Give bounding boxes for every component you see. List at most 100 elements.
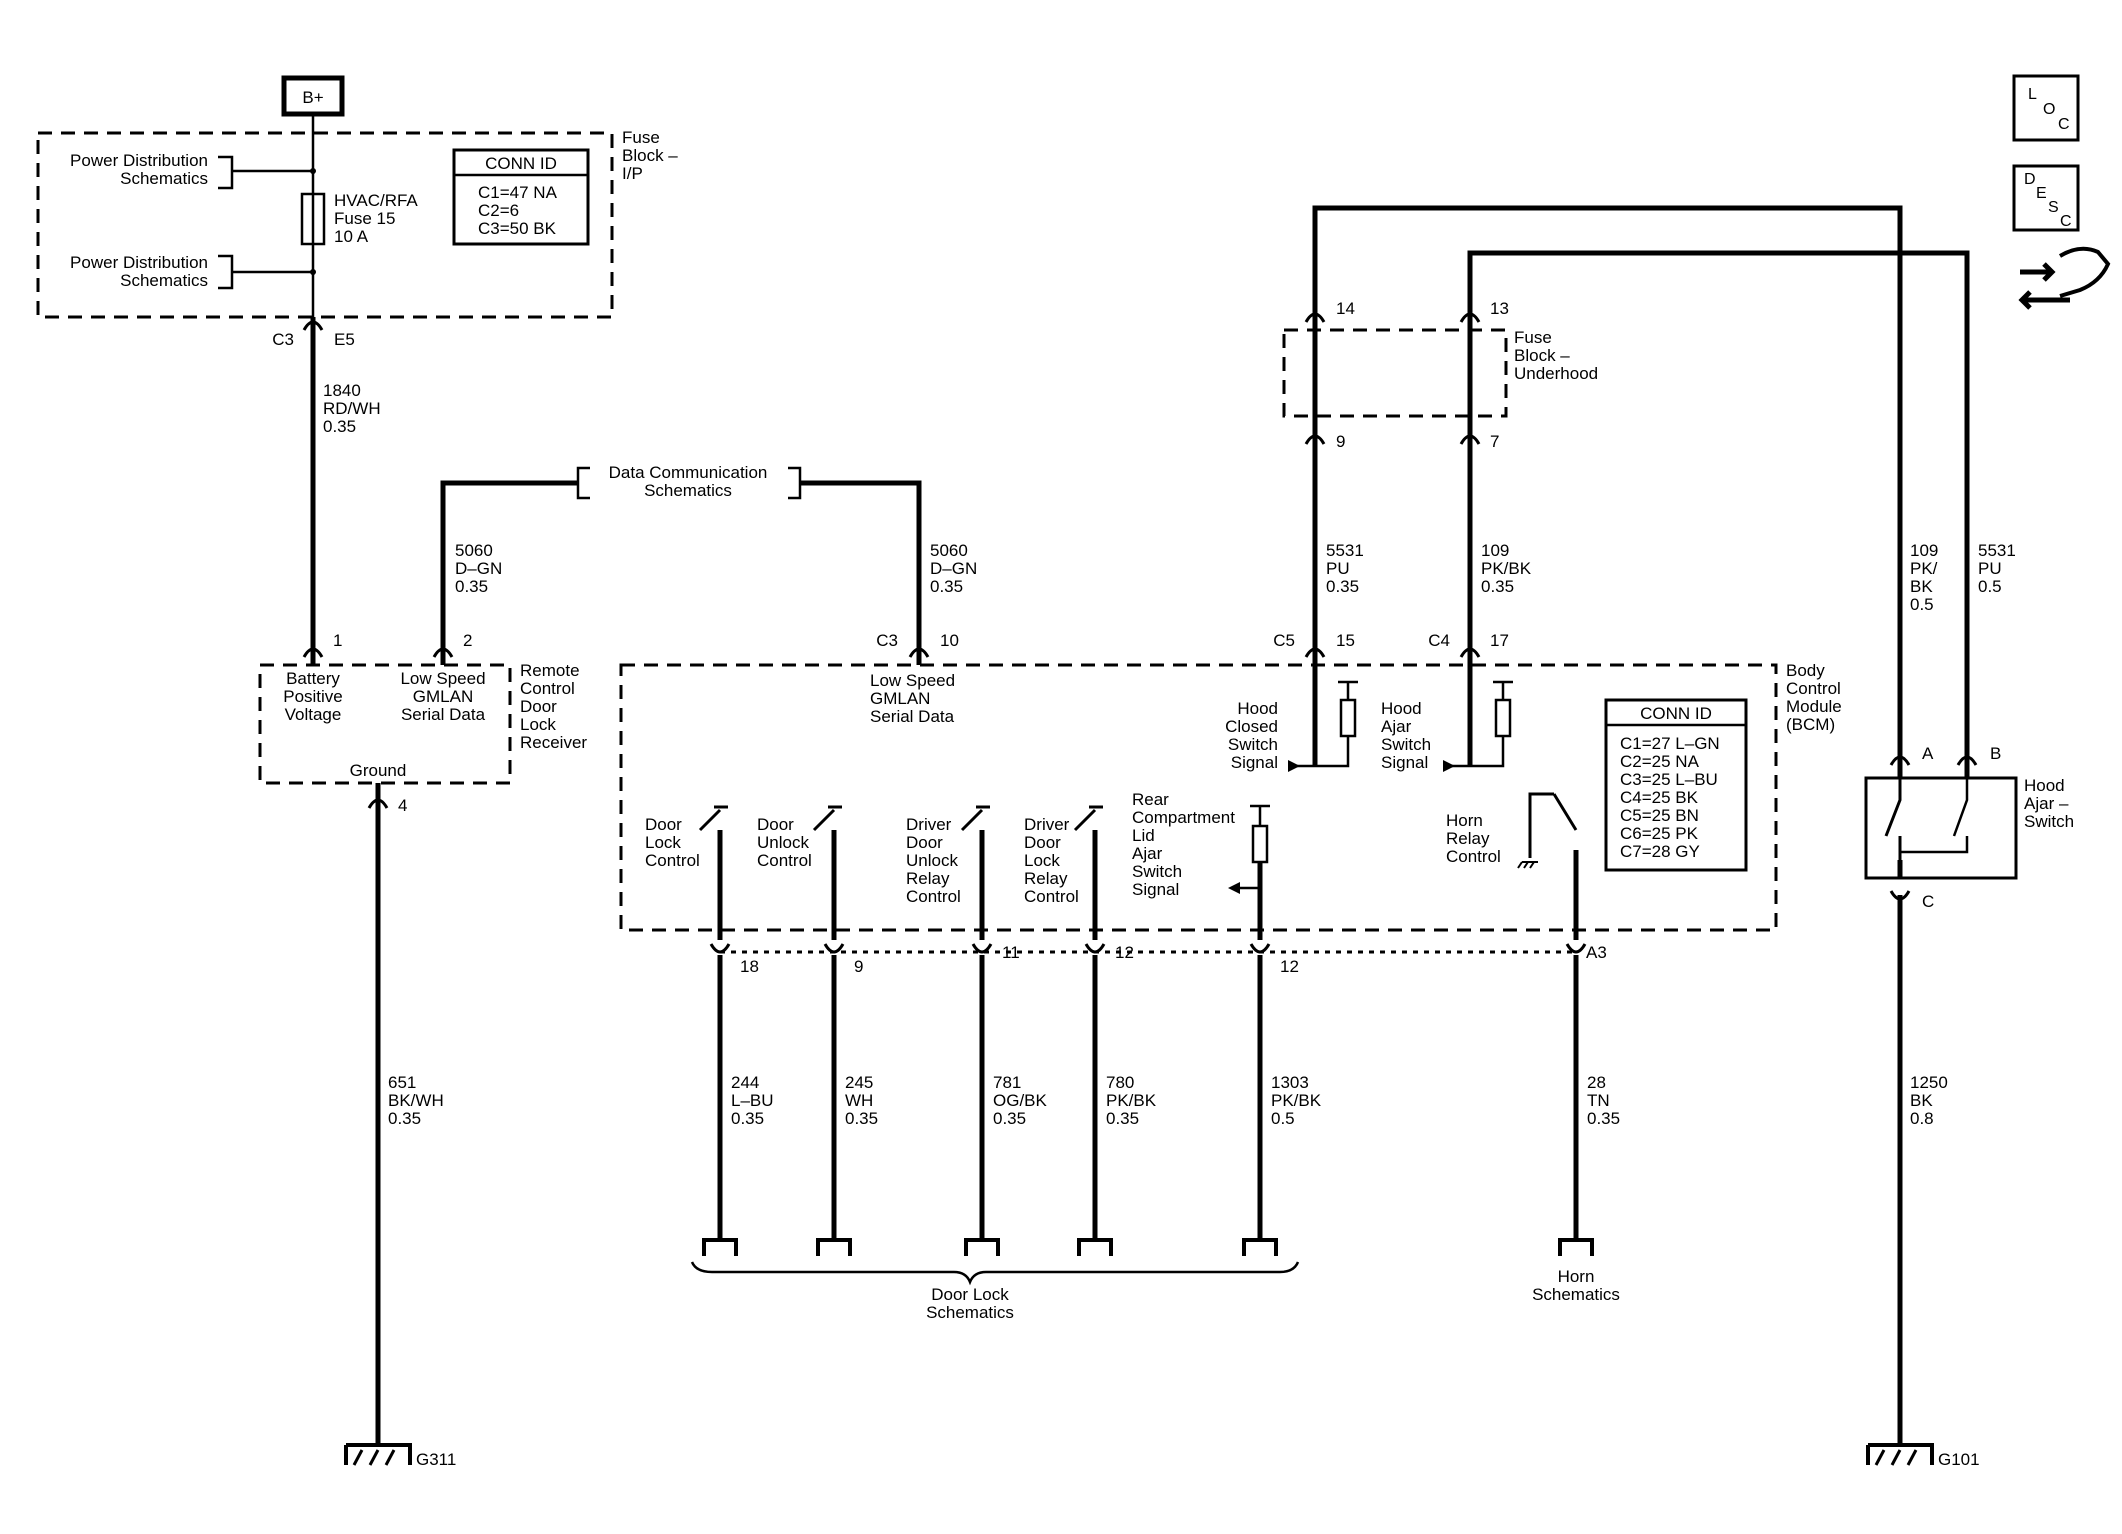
svg-text:Data Communication: Data Communication bbox=[609, 463, 768, 482]
svg-text:C5: C5 bbox=[1273, 631, 1295, 650]
svg-text:HVAC/RFA: HVAC/RFA bbox=[334, 191, 418, 210]
svg-text:BK: BK bbox=[1910, 577, 1933, 596]
svg-text:Driver: Driver bbox=[1024, 815, 1070, 834]
svg-text:C3=25 L–BU: C3=25 L–BU bbox=[1620, 770, 1718, 789]
svg-text:E5: E5 bbox=[334, 330, 355, 349]
fuse-block-underhood: 14 13 9 7 Fuse Block – Underhood bbox=[1282, 299, 1598, 451]
svg-text:E: E bbox=[2036, 185, 2047, 202]
fuse-block-ip: Fuse Block – I/P Power Distribution Sche… bbox=[36, 128, 678, 319]
svg-text:Low Speed: Low Speed bbox=[870, 671, 955, 690]
svg-text:C5=25 BN: C5=25 BN bbox=[1620, 806, 1699, 825]
svg-text:0.8: 0.8 bbox=[1910, 1109, 1934, 1128]
battery-supply: B+ bbox=[281, 75, 345, 117]
svg-text:0.35: 0.35 bbox=[1587, 1109, 1620, 1128]
svg-text:BK/WH: BK/WH bbox=[388, 1091, 444, 1110]
svg-text:0.35: 0.35 bbox=[731, 1109, 764, 1128]
svg-text:A3: A3 bbox=[1586, 943, 1607, 962]
svg-text:G101: G101 bbox=[1938, 1450, 1980, 1469]
svg-text:1250: 1250 bbox=[1910, 1073, 1948, 1092]
svg-text:D–GN: D–GN bbox=[930, 559, 977, 578]
svg-text:14: 14 bbox=[1336, 299, 1355, 318]
ground-g101: G101 bbox=[1866, 1443, 1980, 1469]
svg-text:B: B bbox=[1990, 744, 2001, 763]
svg-text:9: 9 bbox=[854, 957, 863, 976]
svg-text:Control: Control bbox=[1024, 887, 1079, 906]
svg-text:244: 244 bbox=[731, 1073, 759, 1092]
svg-text:Block –: Block – bbox=[622, 146, 678, 165]
svg-text:O: O bbox=[2043, 101, 2055, 118]
svg-text:10 A: 10 A bbox=[334, 227, 369, 246]
svg-text:Rear: Rear bbox=[1132, 790, 1169, 809]
svg-text:Door: Door bbox=[1024, 833, 1061, 852]
svg-text:C2=25 NA: C2=25 NA bbox=[1620, 752, 1700, 771]
svg-text:L–BU: L–BU bbox=[731, 1091, 774, 1110]
svg-text:15: 15 bbox=[1336, 631, 1355, 650]
svg-text:Schematics: Schematics bbox=[120, 169, 208, 188]
svg-text:RD/WH: RD/WH bbox=[323, 399, 381, 418]
svg-text:Fuse 15: Fuse 15 bbox=[334, 209, 395, 228]
svg-text:Body: Body bbox=[1786, 661, 1825, 680]
door-lock-schematics[interactable]: Door Lock Schematics bbox=[690, 1238, 1300, 1322]
svg-text:781: 781 bbox=[993, 1073, 1021, 1092]
svg-text:WH: WH bbox=[845, 1091, 873, 1110]
svg-text:A: A bbox=[1922, 744, 1934, 763]
svg-text:Horn: Horn bbox=[1446, 811, 1483, 830]
data-communication-schematics[interactable]: Data Communication Schematics bbox=[576, 463, 802, 500]
svg-text:0.5: 0.5 bbox=[1910, 595, 1934, 614]
svg-text:Lock: Lock bbox=[645, 833, 681, 852]
svg-text:109: 109 bbox=[1910, 541, 1938, 560]
svg-text:C2=6: C2=6 bbox=[478, 201, 519, 220]
svg-text:Horn: Horn bbox=[1558, 1267, 1595, 1286]
svg-text:Power Distribution: Power Distribution bbox=[70, 253, 208, 272]
remote-control-door-lock-receiver: 1 2 Remote Control Door Lock Receiver Ba… bbox=[258, 631, 587, 785]
svg-text:Signal: Signal bbox=[1132, 880, 1179, 899]
svg-text:5531: 5531 bbox=[1978, 541, 2016, 560]
svg-text:Voltage: Voltage bbox=[285, 705, 342, 724]
svg-text:0.35: 0.35 bbox=[388, 1109, 421, 1128]
svg-text:1303: 1303 bbox=[1271, 1073, 1309, 1092]
svg-text:Switch: Switch bbox=[2024, 812, 2074, 831]
svg-text:5060: 5060 bbox=[455, 541, 493, 560]
description-icon[interactable]: D E S C bbox=[2012, 164, 2080, 232]
svg-text:Control: Control bbox=[1786, 679, 1841, 698]
svg-text:1: 1 bbox=[333, 631, 342, 650]
body-control-module: Body Control Module (BCM) C3 10 Low Spee… bbox=[619, 631, 1842, 940]
svg-text:Schematics: Schematics bbox=[644, 481, 732, 500]
svg-text:Positive: Positive bbox=[283, 687, 343, 706]
svg-text:1840: 1840 bbox=[323, 381, 361, 400]
ground-g311: G311 bbox=[344, 1443, 456, 1469]
svg-text:C3: C3 bbox=[876, 631, 898, 650]
svg-text:C: C bbox=[2060, 213, 2072, 230]
svg-text:C1=47 NA: C1=47 NA bbox=[478, 183, 558, 202]
svg-text:C3=50 BK: C3=50 BK bbox=[478, 219, 557, 238]
location-icon[interactable]: L O C bbox=[2012, 74, 2080, 142]
svg-text:Receiver: Receiver bbox=[520, 733, 587, 752]
svg-text:780: 780 bbox=[1106, 1073, 1134, 1092]
svg-text:0.35: 0.35 bbox=[845, 1109, 878, 1128]
svg-text:0.35: 0.35 bbox=[323, 417, 356, 436]
svg-text:Ajar: Ajar bbox=[1132, 844, 1163, 863]
svg-text:Door Lock: Door Lock bbox=[931, 1285, 1009, 1304]
svg-text:Control: Control bbox=[645, 851, 700, 870]
svg-text:(BCM): (BCM) bbox=[1786, 715, 1835, 734]
svg-text:C4=25 BK: C4=25 BK bbox=[1620, 788, 1699, 807]
svg-text:C6=25 PK: C6=25 PK bbox=[1620, 824, 1699, 843]
svg-text:12: 12 bbox=[1115, 943, 1134, 962]
svg-text:Unlock: Unlock bbox=[906, 851, 958, 870]
conn-id-bcm: CONN ID C1=27 L–GN C2=25 NA C3=25 L–BU C… bbox=[1604, 698, 1748, 872]
svg-text:0.5: 0.5 bbox=[1271, 1109, 1295, 1128]
svg-text:2: 2 bbox=[463, 631, 472, 650]
svg-text:D–GN: D–GN bbox=[455, 559, 502, 578]
horn-schematics[interactable]: Horn Schematics bbox=[1532, 1238, 1620, 1304]
svg-text:Fuse: Fuse bbox=[1514, 328, 1552, 347]
svg-text:PU: PU bbox=[1978, 559, 2002, 578]
svg-text:PK/BK: PK/BK bbox=[1481, 559, 1532, 578]
svg-text:Control: Control bbox=[757, 851, 812, 870]
svg-text:PU: PU bbox=[1326, 559, 1350, 578]
svg-text:Unlock: Unlock bbox=[757, 833, 809, 852]
svg-text:CONN ID: CONN ID bbox=[1640, 704, 1712, 723]
svg-text:Block –: Block – bbox=[1514, 346, 1570, 365]
svg-text:Hood: Hood bbox=[1237, 699, 1278, 718]
connector-hand-icon[interactable] bbox=[2018, 246, 2111, 310]
